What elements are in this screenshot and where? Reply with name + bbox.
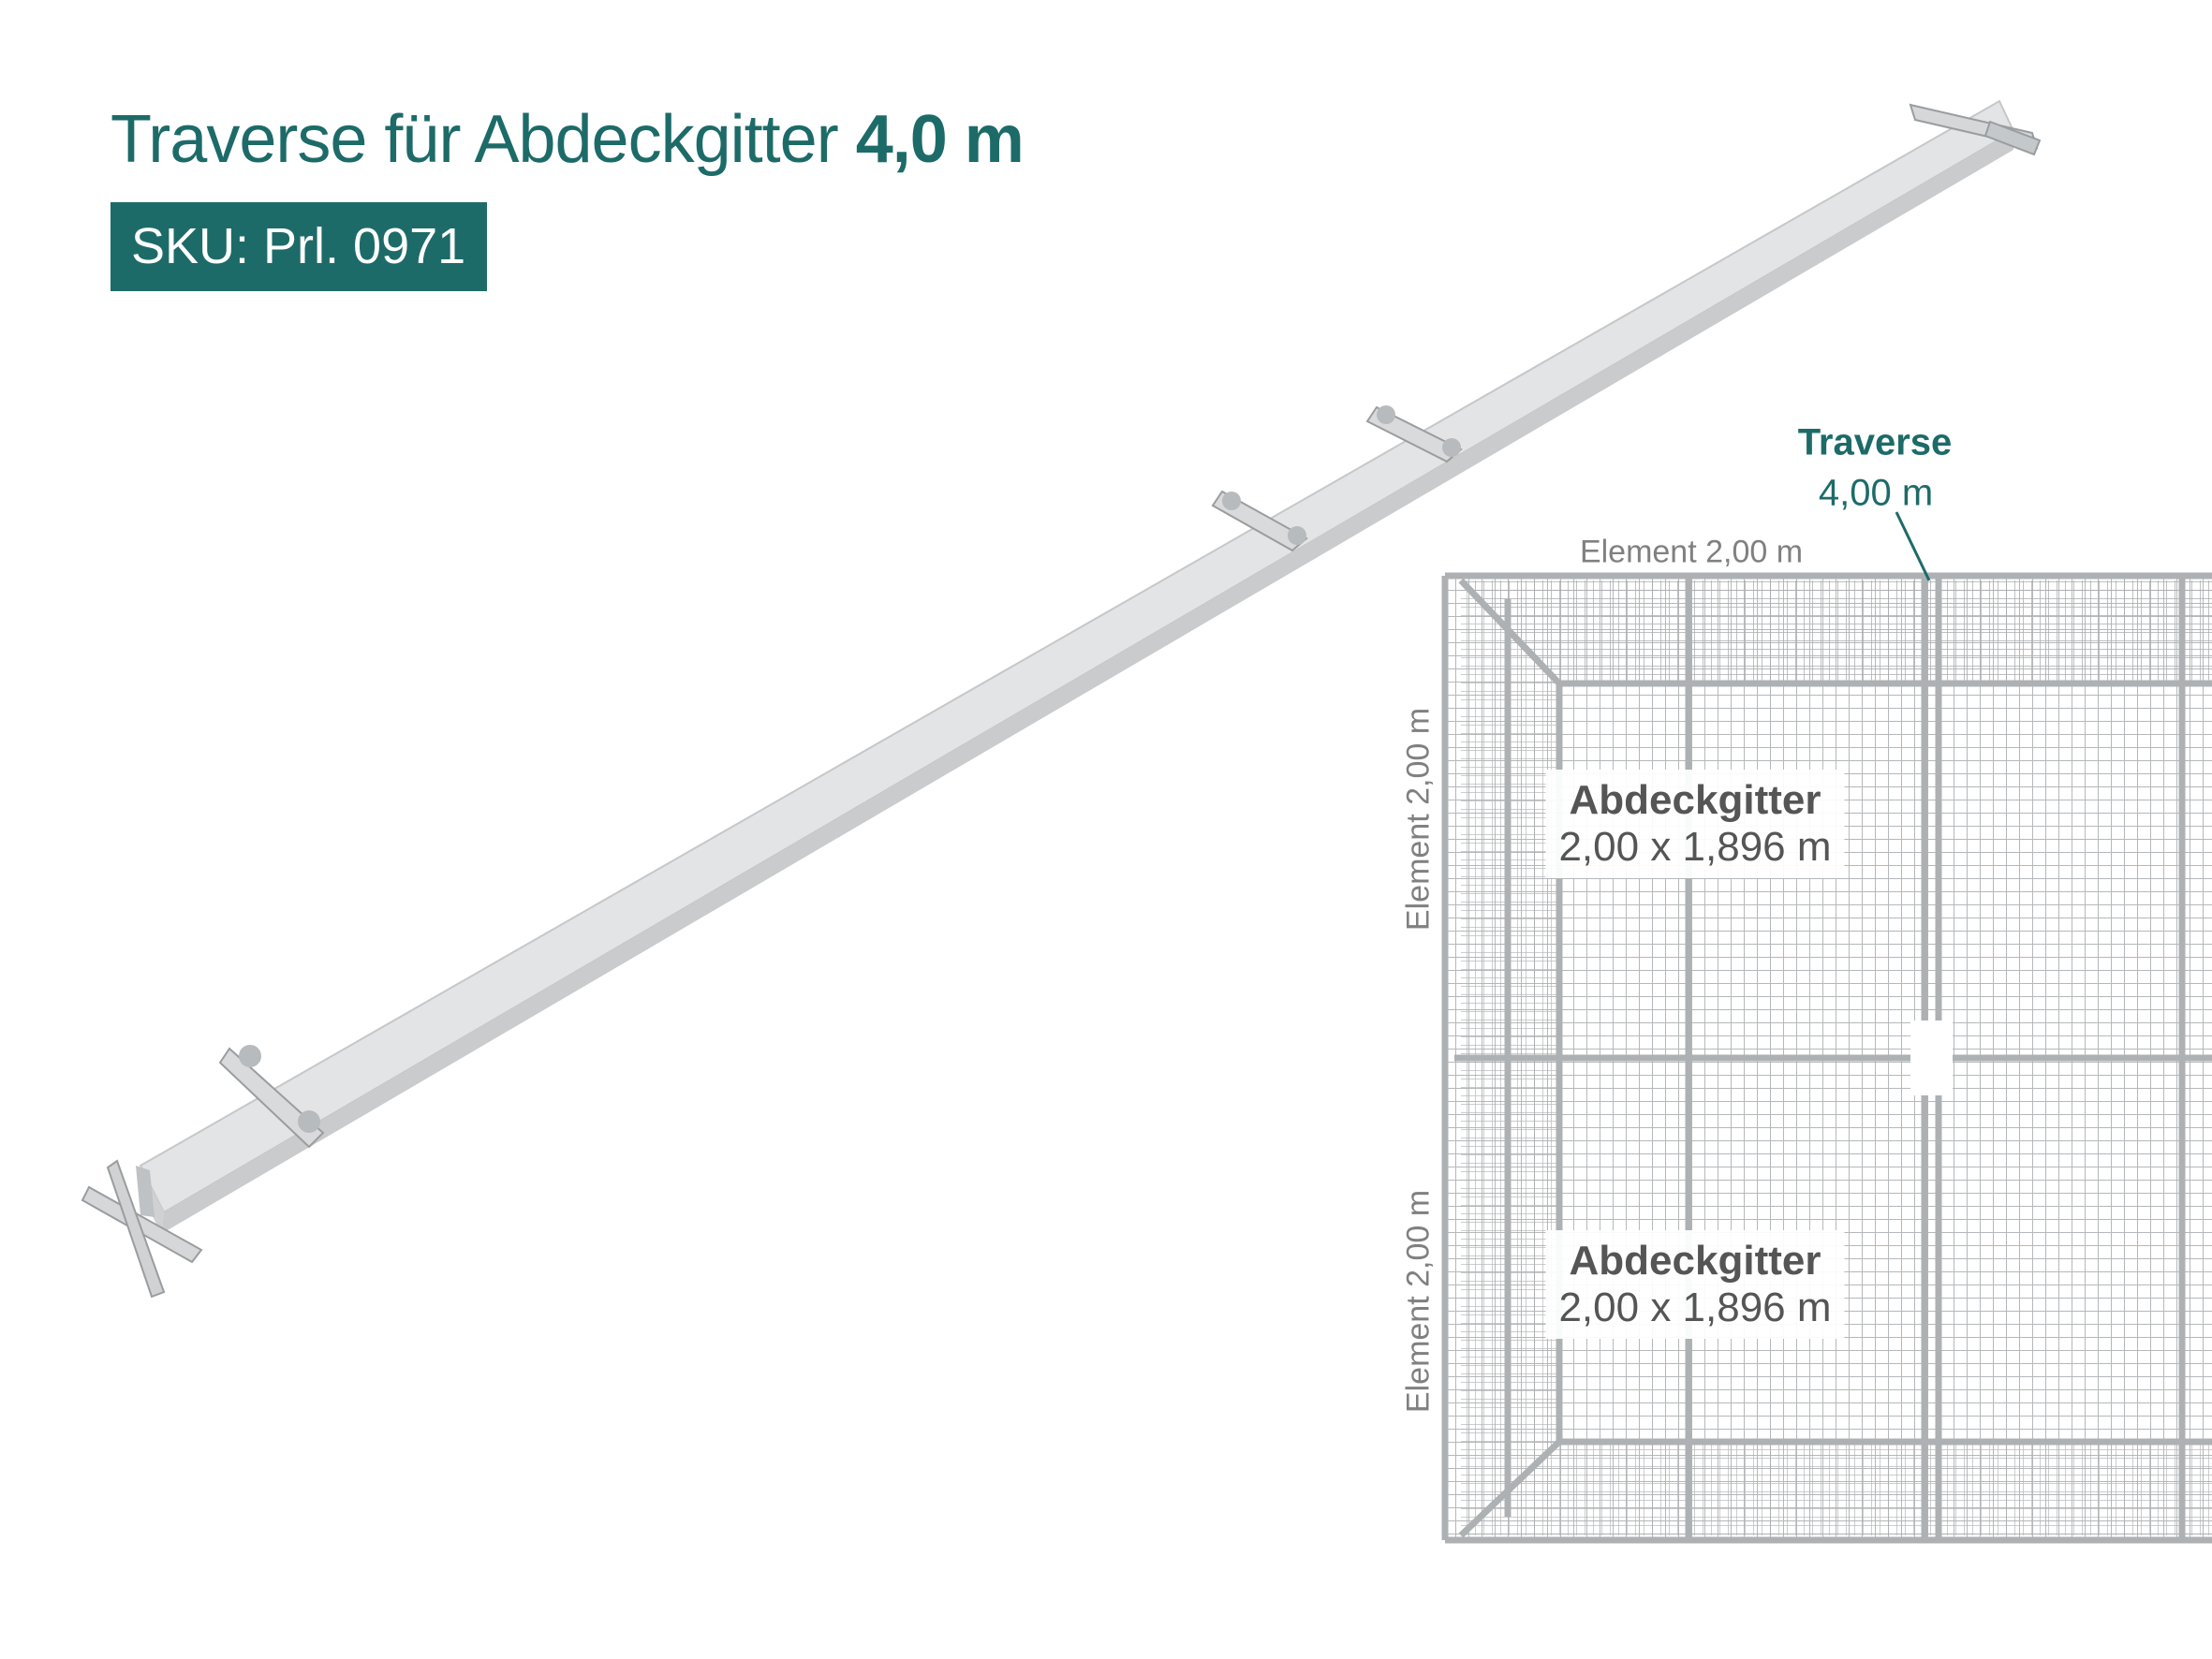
end-bracket-left [81,1159,203,1299]
panel-label-upper: Abdeckgitter 2,00 x 1,896 m [1545,770,1845,878]
traverse-beam [81,99,2042,1299]
panel-name: Abdeckgitter [1569,777,1821,823]
panel-size: 2,00 x 1,896 m [1558,824,1832,870]
title-text: Traverse für Abdeckgitter [111,102,839,177]
clamp [218,1045,325,1149]
traverse-pointer-line [1895,511,1931,581]
traverse-length: 4,00 m [1818,472,1934,514]
traverse-label: Traverse [1797,421,1953,463]
element-left-lower-label: Element 2,00 m [1400,1189,1437,1414]
clamp [1365,405,1463,463]
element-top-label: Element 2,00 m [1579,534,1804,570]
panel-label-lower: Abdeckgitter 2,00 x 1,896 m [1545,1230,1845,1339]
clamp [1211,490,1308,552]
panel-name: Abdeckgitter [1569,1238,1821,1284]
page-title: Traverse für Abdeckgitter 4,0 m [111,101,1025,178]
panel-size: 2,00 x 1,896 m [1558,1285,1832,1330]
end-bracket-right [1909,103,2042,156]
sku-badge: SKU: Prl. 0971 [111,202,487,291]
enclosure-diagram [1441,511,2212,1544]
element-left-upper-label: Element 2,00 m [1400,707,1437,932]
title-length: 4,0 m [855,102,1025,177]
